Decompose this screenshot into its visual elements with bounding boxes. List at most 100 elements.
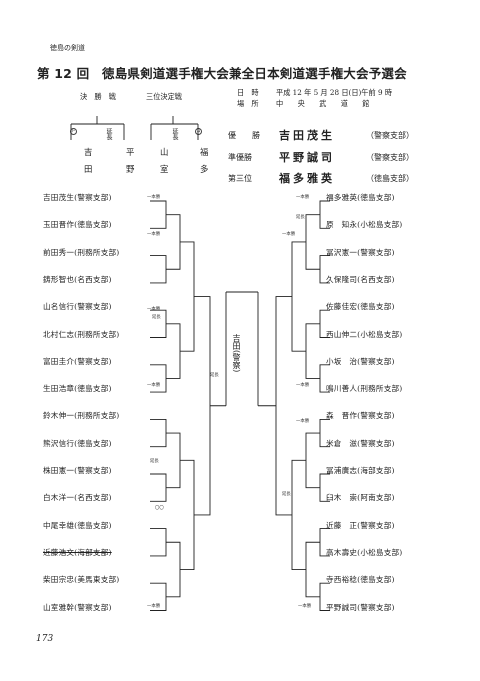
final-extension: 延長 <box>105 128 112 140</box>
page-title: 第 12 回 徳島県剣道選手権大会兼全日本剣道選手権大会予選会 <box>37 66 407 81</box>
bracket-note-ippon: 一本勝 <box>147 195 161 200</box>
result-affiliation-champion: （警察支部） <box>366 131 414 140</box>
left-player-3: 前田秀一(刑務所支部) <box>43 247 120 257</box>
left-player-13: 中尾幸雄(徳島支部) <box>43 520 112 530</box>
bracket-note-ippon: 一本勝 <box>296 419 310 424</box>
left-player-2: 玉田晋作(徳島支部) <box>43 220 112 230</box>
result-affiliation-runnerup: （警察支部） <box>366 153 414 162</box>
bracket-line-left-r2 <box>166 432 181 489</box>
left-player-14: 近藤浩文(海部支部) <box>43 547 112 557</box>
final-left-2: 田 <box>84 164 93 174</box>
right-player-11: 冨浦廣志(海部支部) <box>326 466 395 475</box>
bracket-line-right-r1 <box>319 200 330 229</box>
third-label: 三位決定戦 <box>146 92 182 101</box>
page-number: 173 <box>36 634 54 644</box>
right-player-15: 寺西裕稔(徳島支部) <box>326 575 395 585</box>
bracket-note-ippon: 一本勝 <box>147 232 161 237</box>
right-player-6: 西山伸二(小松島支部) <box>326 329 403 339</box>
result-label-third: 第三位 <box>228 174 252 183</box>
date-label: 日 時 <box>237 88 259 97</box>
left-player-7: 富田圭介(警察支部) <box>43 356 112 366</box>
winner-vertical: 吉田(警察) <box>232 334 241 373</box>
left-player-6: 北村仁志(刑務所支部) <box>43 329 120 339</box>
bracket-note-ippon: 一本勝 <box>147 604 161 609</box>
right-player-8: 鳴川善人(刑務所支部) <box>326 384 403 394</box>
left-player-8: 生田浩章(徳島支部) <box>43 384 112 394</box>
final-right-1: 平 <box>126 147 135 157</box>
right-player-9: 森 晋作(警察支部) <box>326 411 395 421</box>
right-player-7: 小坂 治(警察支部) <box>326 356 395 366</box>
right-player-1: 福多雅英(徳島支部) <box>326 193 395 202</box>
bracket-line-left-semi <box>194 296 211 516</box>
bracket-line-right-r1 <box>319 418 330 448</box>
bracket-note-ippon: 一本勝 <box>296 195 310 200</box>
bracket-note-encho: 延長 <box>152 315 161 320</box>
bracket-note-ippon: 一本勝 <box>296 383 310 388</box>
bracket-note-ippon: 一本勝 <box>282 232 296 237</box>
bracket-line-left-r2 <box>166 214 181 270</box>
left-player-4: 鋳形智也(名西支部) <box>43 274 112 284</box>
left-player-16: 山室雅幹(警察支部) <box>43 602 112 612</box>
bracket-note-ippon: 一本勝 <box>147 307 161 312</box>
bracket-line-right-r2 <box>305 541 320 598</box>
left-player-1: 吉田茂生(警察支部) <box>43 193 112 202</box>
bracket-line-right-r2 <box>305 323 320 379</box>
bracket-line-left-r1 <box>150 255 167 284</box>
result-label-champion: 優 勝 <box>228 131 260 140</box>
bracket-line-right-r1 <box>319 255 330 284</box>
bracket-line-left-r3 <box>180 241 195 352</box>
third-right-2: 多 <box>200 164 209 174</box>
bracket-line-right-r1 <box>319 309 330 338</box>
venue-label: 場 所 <box>237 99 259 108</box>
bracket-note-encho: 延長 <box>210 373 219 378</box>
final-label: 決 勝 戦 <box>80 92 116 101</box>
bracket-note-encho: 延長 <box>296 215 305 220</box>
left-player-11: 株田憲一(警察支部) <box>43 466 112 475</box>
bracket-line-left-r1 <box>150 418 167 448</box>
left-player-12: 白木洋一(名西支部) <box>43 493 112 503</box>
bracket-line-left-r1 <box>150 473 167 502</box>
result-name-third: 福多雅英 <box>279 172 335 185</box>
final-mark-right: コ <box>195 128 202 135</box>
right-player-12: 臼木 崇(阿南支部) <box>326 493 395 503</box>
bracket-line-right-r3 <box>291 241 306 352</box>
third-extension: 延長 <box>171 128 178 140</box>
bracket-note-ippon: 一本勝 <box>147 383 161 388</box>
bracket-line-right-r1 <box>319 473 330 502</box>
bracket-line-right-r2 <box>305 432 320 489</box>
date-value: 平成 12 年 5 月 28 日(日)午前 9 時 <box>276 88 393 97</box>
left-player-15: 柴田宗忠(美馬東支部) <box>43 575 120 585</box>
result-label-runnerup: 準優勝 <box>228 153 252 162</box>
page-header: 徳島の剣道 <box>50 44 85 52</box>
bracket-line-left-r1 <box>150 364 167 393</box>
bracket-line-right-r1 <box>319 528 330 557</box>
final-mark-left: ド <box>70 128 77 135</box>
venue-value: 中 央 武 道 館 <box>276 99 370 108</box>
right-player-4: 久保隆司(名西支部) <box>326 274 395 284</box>
bracket-line-final <box>210 291 276 407</box>
bracket-line-right-r2 <box>305 214 320 270</box>
bracket-line-left-r3 <box>180 459 195 570</box>
left-player-10: 熊沢信行(徳島支部) <box>43 438 112 448</box>
bracket-line-right-r1 <box>319 364 330 393</box>
bracket-line-right-r3 <box>291 459 306 570</box>
bracket-note-ippon: 一本勝 <box>298 604 312 609</box>
result-name-champion: 吉田茂生 <box>279 129 335 142</box>
result-name-runnerup: 平野誠司 <box>279 151 335 164</box>
right-player-5: 佐藤佳宏(徳島支部) <box>326 302 395 312</box>
bracket-note-marks: 〇〇 <box>155 506 164 511</box>
right-player-3: 冨沢憲一(警察支部) <box>326 247 395 257</box>
bracket-line-right-r1 <box>319 582 330 611</box>
left-player-9: 鈴木伸一(刑務所支部) <box>43 411 120 421</box>
bracket-line-left-r2 <box>166 541 181 598</box>
bracket-line-left-r1 <box>150 200 167 229</box>
bracket-note-encho: 延長 <box>150 459 159 464</box>
bracket-line-right-semi <box>275 296 292 516</box>
right-player-14: 高木壽史(小松島支部) <box>326 547 403 557</box>
bracket-line-left-r1 <box>150 528 167 557</box>
result-affiliation-third: （徳島支部） <box>366 174 414 183</box>
right-player-10: 米倉 滋(警察支部) <box>326 438 395 448</box>
bracket-note-encho: 延長 <box>282 492 291 497</box>
right-player-16: 平野誠司(警察支部) <box>326 602 395 612</box>
